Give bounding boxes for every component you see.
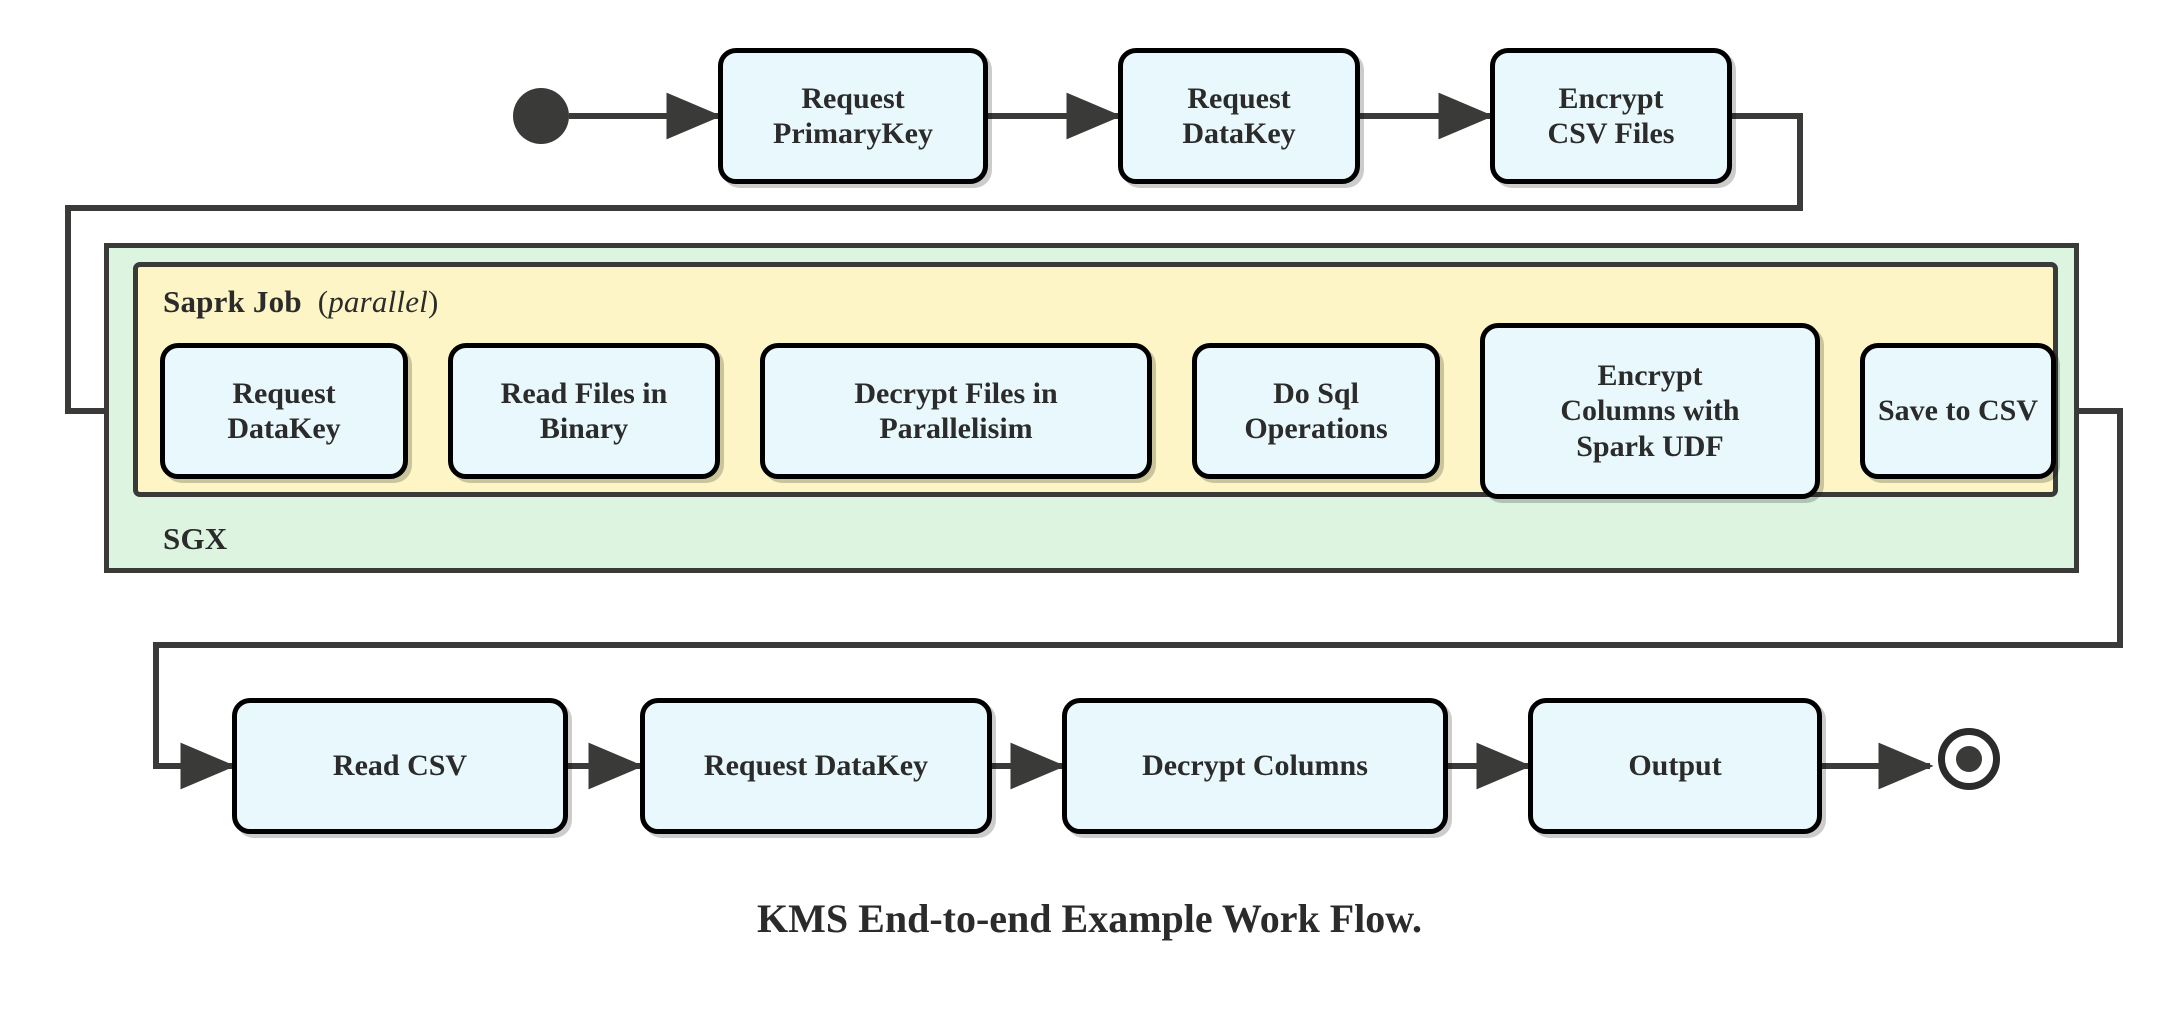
node-output[interactable]: Output bbox=[1528, 698, 1822, 834]
node-line-2: Columns with bbox=[1560, 394, 1740, 428]
node-line-2: Parallelisim bbox=[879, 412, 1033, 445]
paren-open: ( bbox=[317, 284, 329, 319]
node-line-2: Operations bbox=[1244, 412, 1388, 445]
node-request-datakey-spark[interactable]: Request DataKey bbox=[160, 343, 408, 479]
node-line-1: Do Sql bbox=[1273, 376, 1359, 410]
node-request-primarykey[interactable]: Request PrimaryKey bbox=[718, 48, 988, 184]
node-line-1: Request bbox=[1187, 81, 1291, 115]
node-encrypt-columns-with-spark-udf[interactable]: Encrypt Columns with Spark UDF bbox=[1480, 323, 1820, 499]
sgx-region-label: SGX bbox=[163, 521, 228, 556]
node-line-1: Output bbox=[1628, 749, 1722, 783]
node-read-files-in-binary[interactable]: Read Files in Binary bbox=[448, 343, 720, 479]
node-line-2: PrimaryKey bbox=[773, 117, 933, 150]
node-read-csv[interactable]: Read CSV bbox=[232, 698, 568, 834]
node-line-1: Read CSV bbox=[332, 749, 468, 783]
node-line-1: Request bbox=[801, 81, 905, 115]
node-line-1: Read Files in bbox=[500, 376, 668, 410]
spark-job-parallel-text: parallel bbox=[328, 284, 428, 319]
node-line-1: Decrypt Columns bbox=[1142, 749, 1368, 783]
spark-job-label-text: Saprk Job bbox=[163, 284, 302, 319]
node-line-3: Spark UDF bbox=[1576, 429, 1724, 463]
spark-job-region-label: Saprk Job (parallel) bbox=[163, 284, 439, 320]
node-line-1: Request DataKey bbox=[703, 749, 929, 783]
node-line-1: Encrypt bbox=[1597, 358, 1703, 392]
figure-caption: KMS End-to-end Example Work Flow. bbox=[757, 896, 1422, 941]
node-line-2: DataKey bbox=[1182, 117, 1296, 150]
node-decrypt-columns[interactable]: Decrypt Columns bbox=[1062, 698, 1448, 834]
node-encrypt-csv-files[interactable]: Encrypt CSV Files bbox=[1490, 48, 1732, 184]
paren-close: ) bbox=[427, 284, 439, 319]
node-request-datakey-bottom[interactable]: Request DataKey bbox=[640, 698, 992, 834]
node-line-2: CSV Files bbox=[1547, 117, 1675, 150]
node-do-sql-operations[interactable]: Do Sql Operations bbox=[1192, 343, 1440, 479]
node-line-2: Binary bbox=[539, 412, 629, 445]
node-request-datakey-top[interactable]: Request DataKey bbox=[1118, 48, 1360, 184]
node-decrypt-files-in-parallelisim[interactable]: Decrypt Files in Parallelisim bbox=[760, 343, 1152, 479]
node-line-1: Decrypt Files in bbox=[854, 376, 1058, 410]
node-save-to-csv[interactable]: Save to CSV bbox=[1860, 343, 2056, 479]
node-line-2: DataKey bbox=[227, 412, 341, 445]
node-line-1: Request bbox=[232, 376, 336, 410]
node-line-1: Encrypt bbox=[1558, 81, 1664, 115]
end-state-marker bbox=[1938, 728, 2000, 790]
start-state-marker bbox=[513, 88, 569, 144]
node-line-1: Save to CSV bbox=[1877, 394, 2038, 428]
